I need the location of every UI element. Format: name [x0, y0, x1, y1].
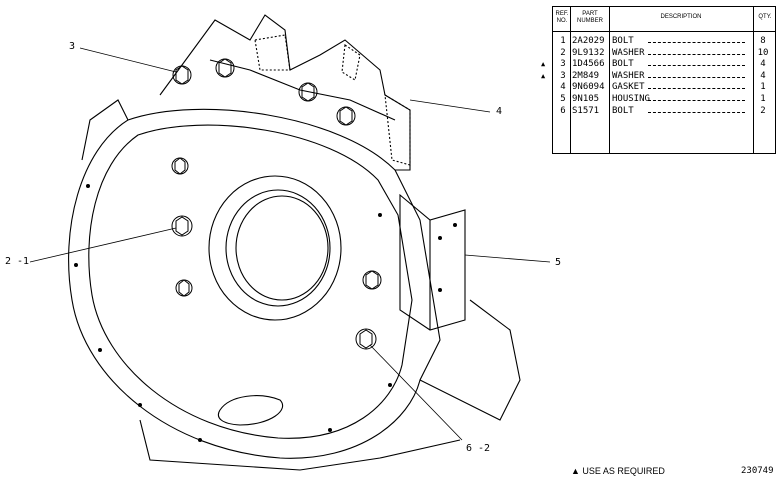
table-row: 4 9N6094 GASKET 1 [553, 82, 775, 94]
quantity: 4 [760, 59, 766, 70]
part-number: 2M849 [572, 70, 600, 81]
leader-dots [648, 111, 745, 113]
center-bore-inner [225, 189, 331, 307]
ref-no: 4 [560, 82, 566, 93]
quantity: 4 [760, 70, 766, 81]
quantity: 2 [760, 105, 766, 116]
table-row: 1 2A2029 BOLT 8 [553, 36, 775, 48]
header-description: DESCRIPTION [660, 14, 702, 20]
table-row: 5 9N105 HOUSING 1 [553, 94, 775, 106]
leader-4 [409, 99, 491, 113]
table-row: 6 S1571 BOLT 2 [553, 106, 775, 118]
leader-3 [79, 47, 177, 73]
callout-6-2: 6 -2 [466, 443, 491, 454]
ref-no: 6 [560, 105, 566, 116]
ref-no: 5 [560, 93, 566, 104]
part-number: 2A2029 [572, 36, 605, 46]
ref-no: 3 [560, 59, 566, 70]
leader-dots [648, 65, 745, 67]
table-row: 3 2M849 WASHER 4 ▲ [541, 70, 775, 83]
part-number: 1D4566 [572, 59, 605, 70]
description: WASHER [612, 47, 645, 58]
leader-2-1 [29, 227, 177, 263]
ref-no: 2 [560, 47, 566, 58]
side-boss [399, 193, 466, 331]
header-ref: REF.NO. [555, 11, 569, 24]
description: HOUSING [612, 93, 650, 104]
illustration-id: 230749 [741, 466, 774, 476]
leader-6-2 [369, 344, 463, 441]
description: BOLT [612, 59, 634, 70]
part-number: S1571 [572, 105, 600, 116]
ref-no: 3 [560, 70, 566, 81]
description: BOLT [612, 105, 634, 116]
description: GASKET [612, 82, 645, 93]
center-bore-outer [208, 175, 342, 321]
quantity: 10 [757, 47, 769, 58]
lower-slot [217, 395, 283, 426]
gasket-right [384, 93, 411, 166]
table-row: 2 9L9132 WASHER 10 [553, 48, 775, 60]
as-required-marker-icon: ▲ [541, 71, 546, 80]
leader-dots [648, 53, 745, 55]
description: BOLT [612, 36, 634, 46]
callout-3: 3 [69, 41, 76, 52]
bolt-f [171, 215, 193, 237]
leader-dots [648, 42, 745, 43]
quantity: 8 [760, 36, 766, 46]
housing-outer-flange [68, 108, 441, 459]
part-number: 9N6094 [572, 82, 605, 93]
part-number: 9L9132 [572, 47, 605, 58]
quantity: 1 [760, 93, 766, 104]
ref-no: 1 [560, 36, 566, 46]
part-number: 9N105 [572, 93, 600, 104]
leader-dots [648, 88, 745, 90]
leader-5 [464, 254, 551, 263]
header-qty: QTY. [758, 14, 772, 20]
bolt-g [175, 279, 193, 297]
callout-2-1: 2 -1 [5, 256, 30, 267]
callout-5: 5 [555, 257, 562, 268]
description: WASHER [612, 70, 645, 81]
quantity: 1 [760, 82, 766, 93]
table-row: 3 1D4566 BOLT 4 ▲ [541, 59, 775, 71]
footnote: ▲ USE AS REQUIRED [571, 466, 665, 476]
bolt-e [171, 157, 189, 175]
callout-4: 4 [496, 106, 503, 117]
gasket-top [254, 34, 291, 71]
leader-dots [648, 76, 745, 78]
bolt-i [355, 328, 377, 350]
housing-inner-rim [88, 124, 413, 439]
leader-dots [648, 99, 745, 101]
as-required-marker-icon: ▲ [541, 60, 546, 69]
